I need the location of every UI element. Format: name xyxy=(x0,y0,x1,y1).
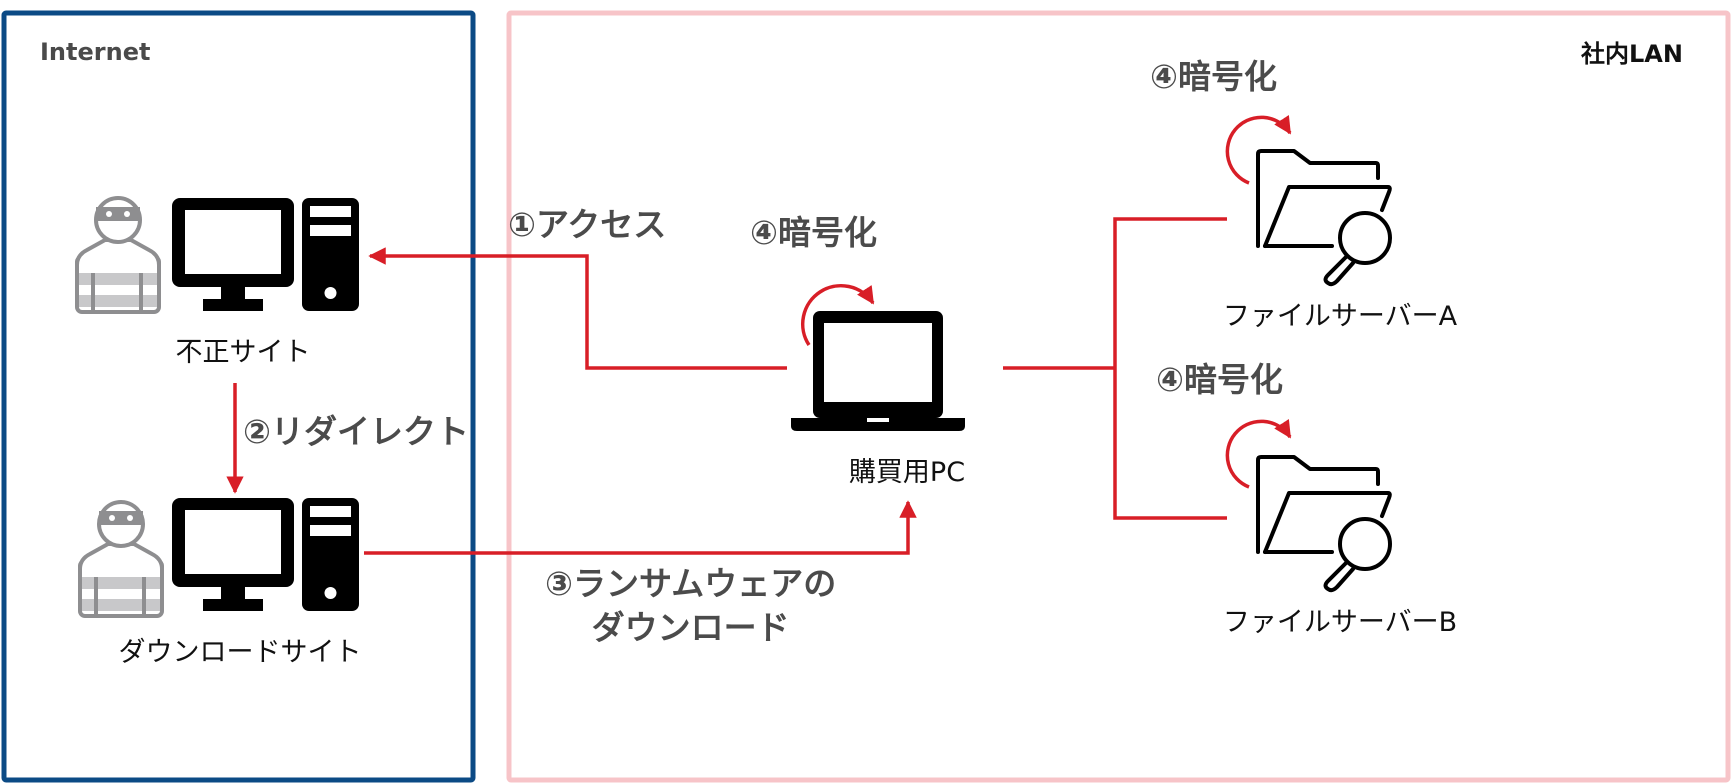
folder-search-icon xyxy=(1256,455,1392,593)
step-access-label: ①アクセス xyxy=(508,205,667,244)
folder-search-icon xyxy=(1256,149,1392,287)
pc-tower-icon xyxy=(302,198,359,311)
step-redirect-label: ②リダイレクト xyxy=(243,412,469,451)
monitor-icon xyxy=(172,198,294,311)
attacker-icon xyxy=(78,500,164,618)
step-download-line1: ③ランサムウェアの xyxy=(545,564,837,603)
download-arrow xyxy=(364,500,917,555)
malicious-site-label: 不正サイト xyxy=(175,337,311,368)
lan-connector-branch xyxy=(1113,217,1227,520)
encrypt-loop-arrow-server-b xyxy=(1225,419,1292,489)
step-encrypt-server-a-label: ④暗号化 xyxy=(1150,57,1277,96)
purchase-pc-label: 購買用PC xyxy=(848,457,966,488)
download-site-label: ダウンロードサイト xyxy=(118,637,362,668)
monitor-icon xyxy=(172,498,294,611)
step-download-line2: ダウンロード xyxy=(591,608,790,647)
pc-tower-icon xyxy=(302,498,359,611)
access-arrow xyxy=(368,247,787,370)
lan-zone-title: 社内LAN xyxy=(1581,40,1683,68)
encrypt-loop-arrow-server-a xyxy=(1225,115,1292,185)
step-download-label: ③ランサムウェアの ダウンロード xyxy=(545,562,836,650)
step-encrypt-server-b-label: ④暗号化 xyxy=(1156,360,1283,399)
attacker-icon xyxy=(75,196,161,314)
file-server-a-label: ファイルサーバーA xyxy=(1222,301,1458,332)
lan-zone xyxy=(506,10,1731,783)
encrypt-loop-arrow-pc xyxy=(801,284,875,346)
laptop-icon xyxy=(791,311,965,431)
step-encrypt-pc-label: ④暗号化 xyxy=(750,213,877,252)
file-server-b-label: ファイルサーバーB xyxy=(1222,607,1458,638)
internet-zone-title: Internet xyxy=(40,38,151,66)
internet-zone xyxy=(1,10,476,783)
